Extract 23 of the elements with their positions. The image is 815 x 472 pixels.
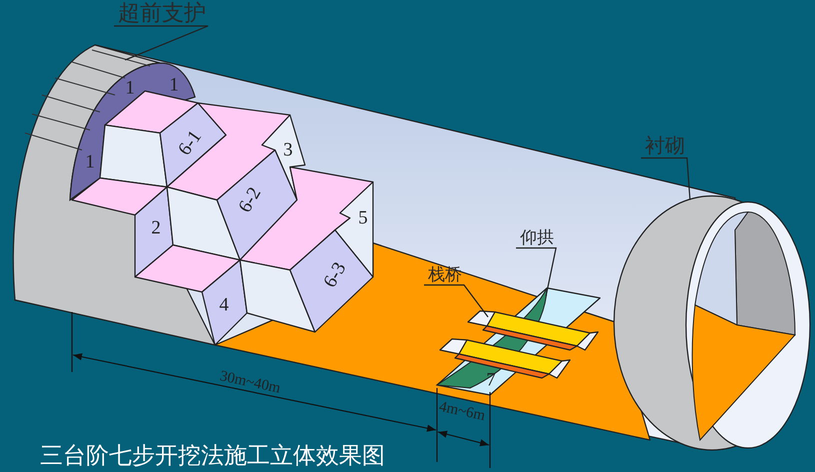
step-number: 3 [283, 140, 293, 160]
leader-line [641, 157, 691, 200]
caption: 三台阶七步开挖法施工立体效果图 [40, 444, 385, 467]
leader-line [424, 284, 488, 318]
advance-support-hatching [24, 50, 150, 150]
lining-ring [613, 195, 811, 451]
step-number: 6-3 [320, 259, 350, 291]
leader-line [114, 25, 209, 61]
callout-label: 衬砌 [645, 136, 685, 156]
dimension-text: 30m~40m [218, 369, 282, 397]
callout-label: 超前支护 [118, 2, 206, 24]
dimension-text: 4m~6m [438, 400, 486, 424]
step-number: 2 [151, 218, 161, 238]
step-number: 4 [219, 296, 229, 314]
leader-line [516, 247, 557, 296]
callout-label: 仰拱 [520, 229, 554, 246]
callout-label: 栈桥 [428, 266, 462, 283]
step-number: 1 [125, 78, 135, 98]
step-number: 5 [358, 208, 368, 228]
step-number: 1 [85, 152, 95, 172]
step-number: 6-1 [174, 127, 206, 159]
step-number: 1 [169, 76, 179, 94]
step-number: 6-2 [235, 184, 265, 216]
